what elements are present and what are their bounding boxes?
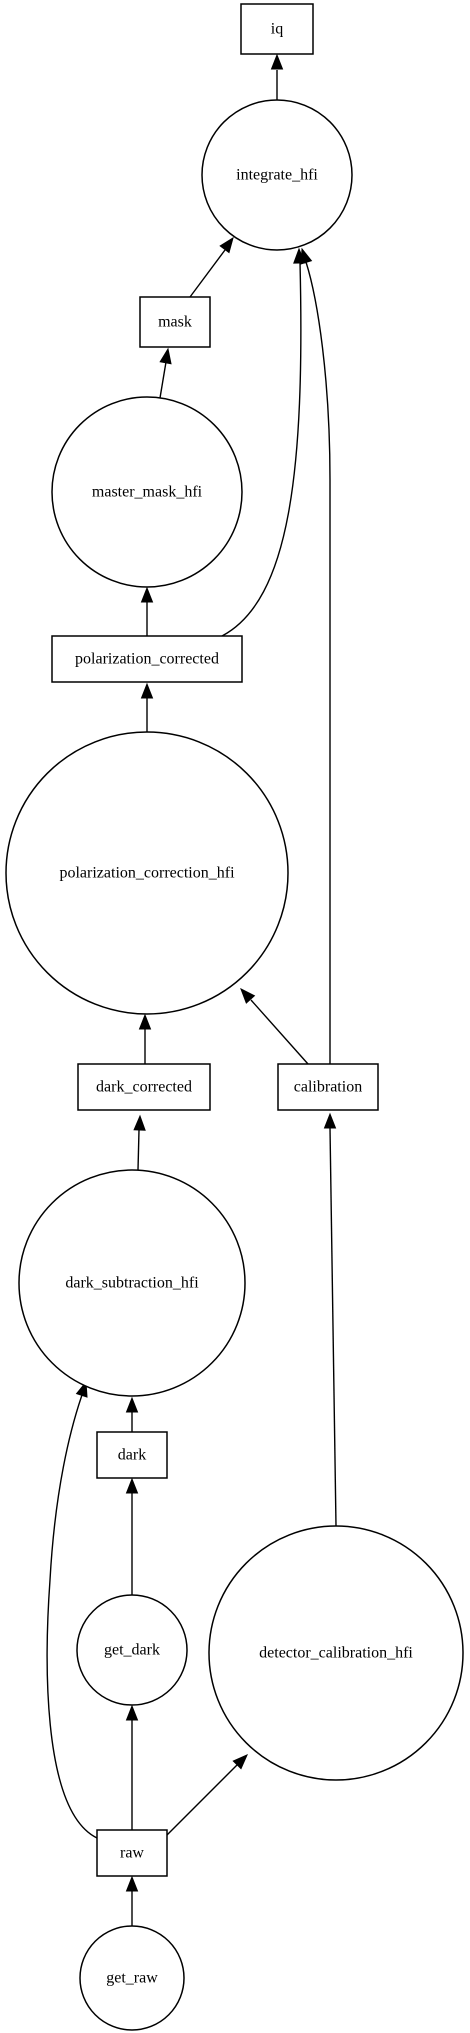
edge-raw-to-get_dark <box>125 1704 139 1830</box>
edge-raw-to-dark_subtraction_hfi <box>46 1380 98 1839</box>
edge-line <box>137 1129 140 1171</box>
node-calibration: calibration <box>277 1063 379 1111</box>
data-box <box>240 3 314 55</box>
edge-dark_corrected-to-polarization_correction_hfi <box>138 1013 152 1064</box>
edge-line <box>221 261 302 637</box>
edge-dark_subtraction_hfi-to-dark_corrected <box>133 1114 146 1171</box>
node-dark: dark <box>96 1431 168 1479</box>
edge-line <box>166 1763 239 1836</box>
arrowhead <box>323 1112 337 1129</box>
task-circle <box>201 99 353 251</box>
arrowhead <box>219 236 234 254</box>
edge-calibration-to-integrate_hfi <box>300 247 331 1064</box>
data-box <box>77 1063 211 1111</box>
edge-line <box>159 361 167 399</box>
arrowhead <box>125 1704 139 1721</box>
arrowhead <box>138 1013 152 1030</box>
task-circle <box>18 1169 246 1397</box>
node-raw: raw <box>96 1829 168 1877</box>
edge-integrate_hfi-to-iq <box>270 53 284 100</box>
edge-line <box>189 249 226 298</box>
arrowhead <box>159 347 172 365</box>
node-integrate-hfi: integrate_hfi <box>201 99 353 251</box>
data-box <box>277 1063 379 1111</box>
node-polarization-correction-hfi: polarization_correction_hfi <box>5 731 289 1015</box>
task-circle <box>208 1525 464 1781</box>
node-polarization-corrected: polarization_corrected <box>51 635 243 683</box>
node-label: get_raw <box>106 1970 158 1987</box>
node-label: get_dark <box>104 1642 160 1659</box>
data-box <box>51 635 243 683</box>
node-label: calibration <box>294 1079 362 1096</box>
edge-calibration-to-polarization_correction_hfi <box>240 987 309 1065</box>
node-label: polarization_correction_hfi <box>59 865 235 882</box>
node-label: dark_corrected <box>96 1079 192 1096</box>
task-circle <box>5 731 289 1015</box>
node-label: master_mask_hfi <box>92 484 203 501</box>
task-circle <box>51 396 243 588</box>
edge-line <box>305 261 331 1064</box>
node-label: integrate_hfi <box>236 167 318 184</box>
edge-line <box>46 1394 98 1839</box>
edge-mask-to-integrate_hfi <box>189 236 234 298</box>
arrowhead <box>125 1875 139 1892</box>
edge-master_mask_hfi-to-mask <box>159 347 172 399</box>
arrowhead <box>140 682 154 699</box>
edge-dark-to-dark_subtraction_hfi <box>125 1396 139 1432</box>
node-label: dark_subtraction_hfi <box>65 1275 199 1292</box>
arrowhead <box>240 987 256 1004</box>
node-master-mask-hfi: master_mask_hfi <box>51 396 243 588</box>
node-detector-calibration-hfi: detector_calibration_hfi <box>208 1525 464 1781</box>
node-dark-corrected: dark_corrected <box>77 1063 211 1111</box>
edge-detector_calibration_hfi-to-calibration <box>323 1112 337 1527</box>
edge-raw-to-detector_calibration_hfi <box>166 1754 248 1836</box>
edge-line <box>250 999 309 1065</box>
arrowhead <box>270 53 284 70</box>
node-label: raw <box>120 1845 144 1862</box>
data-box <box>96 1431 168 1479</box>
node-label: dark <box>118 1447 146 1464</box>
node-get-dark: get_dark <box>76 1594 188 1706</box>
node-label: mask <box>158 314 192 331</box>
node-label: iq <box>271 21 283 38</box>
edge-polarization_corrected-to-master_mask_hfi <box>140 586 154 636</box>
arrowhead <box>125 1477 139 1494</box>
node-get-raw: get_raw <box>79 1925 185 2031</box>
arrowhead <box>232 1754 248 1770</box>
node-label: polarization_corrected <box>75 651 219 668</box>
edge-get_dark-to-dark <box>125 1477 139 1595</box>
arrowhead <box>300 247 313 265</box>
edge-line <box>329 1127 337 1527</box>
node-iq: iq <box>240 3 314 55</box>
task-circle <box>79 1925 185 2031</box>
edge-get_raw-to-raw <box>125 1875 139 1926</box>
arrowhead <box>125 1396 139 1413</box>
arrowhead <box>133 1114 146 1131</box>
task-circle <box>76 1594 188 1706</box>
edge-polarization_correction_hfi-to-polarization_corrected <box>140 682 154 732</box>
data-box <box>96 1829 168 1877</box>
data-box <box>139 296 211 348</box>
node-mask: mask <box>139 296 211 348</box>
edge-polarization_corrected-to-integrate_hfi <box>221 247 306 637</box>
node-dark-subtraction-hfi: dark_subtraction_hfi <box>18 1169 246 1397</box>
arrowhead <box>140 586 154 603</box>
node-label: detector_calibration_hfi <box>259 1645 413 1662</box>
